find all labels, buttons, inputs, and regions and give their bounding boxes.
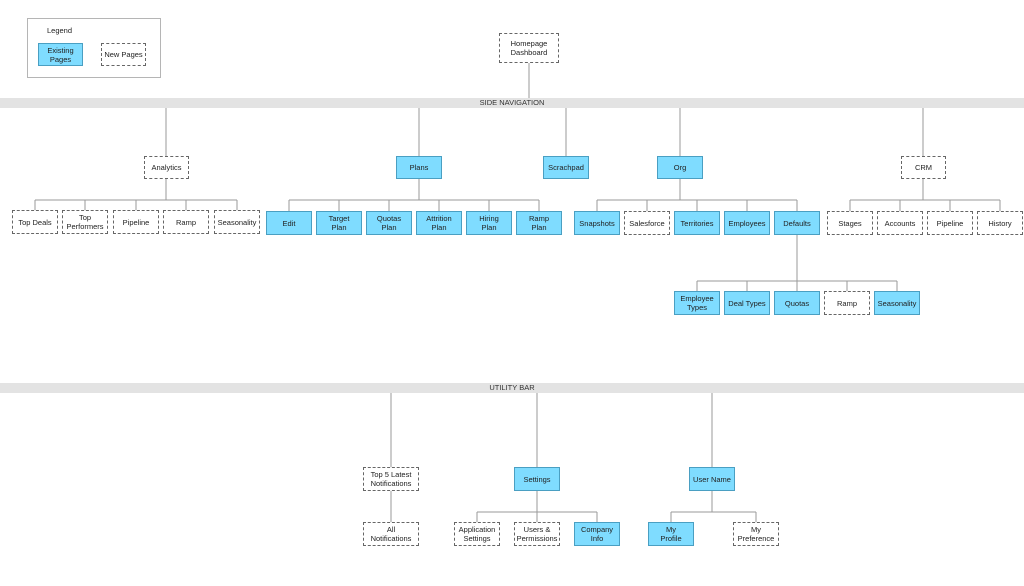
plans-node[interactable]: Plans <box>396 156 442 179</box>
org-snapshots-node[interactable]: Snapshots <box>574 211 620 235</box>
crm-pipeline-node[interactable]: Pipeline <box>927 211 973 235</box>
user-name-node[interactable]: User Name <box>689 467 735 491</box>
settings-application-settings-node[interactable]: Application Settings <box>454 522 500 546</box>
legend-new-pages: New Pages <box>101 43 146 66</box>
analytics-node[interactable]: Analytics <box>144 156 189 179</box>
settings-users-permissions-node[interactable]: Users & Permissions <box>514 522 560 546</box>
scrachpad-node[interactable]: Scrachpad <box>543 156 589 179</box>
utility-bar: UTILITY BAR <box>0 383 1024 393</box>
legend-title: Legend <box>47 26 73 35</box>
analytics-ramp-node[interactable]: Ramp <box>163 210 209 234</box>
homepage-dashboard-node[interactable]: Homepage Dashboard <box>499 33 559 63</box>
defaults-ramp-node[interactable]: Ramp <box>824 291 870 315</box>
plans-target-plan-node[interactable]: Target Plan <box>316 211 362 235</box>
analytics-top-deals-node[interactable]: Top Deals <box>12 210 58 234</box>
plans-hiring-plan-node[interactable]: Hiring Plan <box>466 211 512 235</box>
crm-stages-node[interactable]: Stages <box>827 211 873 235</box>
plans-attrition-plan-node[interactable]: Attrition Plan <box>416 211 462 235</box>
defaults-seasonality-node[interactable]: Seasonality <box>874 291 920 315</box>
defaults-employee-types-node[interactable]: Employee Types <box>674 291 720 315</box>
crm-node[interactable]: CRM <box>901 156 946 179</box>
defaults-deal-types-node[interactable]: Deal Types <box>724 291 770 315</box>
notifications-node[interactable]: Top 5 Latest Notifications <box>363 467 419 491</box>
plans-edit-node[interactable]: Edit <box>266 211 312 235</box>
analytics-top-performers-node[interactable]: Top Performers <box>62 210 108 234</box>
plans-ramp-plan-node[interactable]: Ramp Plan <box>516 211 562 235</box>
org-node[interactable]: Org <box>657 156 703 179</box>
analytics-seasonality-node[interactable]: Seasonality <box>214 210 260 234</box>
legend-existing-pages: Existing Pages <box>38 43 83 66</box>
user-my-preference-node[interactable]: My Preference <box>733 522 779 546</box>
org-territories-node[interactable]: Territories <box>674 211 720 235</box>
org-salesforce-node[interactable]: Salesforce <box>624 211 670 235</box>
plans-quotas-plan-node[interactable]: Quotas Plan <box>366 211 412 235</box>
side-navigation-bar: SIDE NAVIGATION <box>0 98 1024 108</box>
settings-node[interactable]: Settings <box>514 467 560 491</box>
user-my-profile-node[interactable]: My Profile <box>648 522 694 546</box>
org-employees-node[interactable]: Employees <box>724 211 770 235</box>
defaults-quotas-node[interactable]: Quotas <box>774 291 820 315</box>
settings-company-info-node[interactable]: Company Info <box>574 522 620 546</box>
crm-accounts-node[interactable]: Accounts <box>877 211 923 235</box>
crm-history-node[interactable]: History <box>977 211 1023 235</box>
org-defaults-node[interactable]: Defaults <box>774 211 820 235</box>
analytics-pipeline-node[interactable]: Pipeline <box>113 210 159 234</box>
all-notifications-node[interactable]: All Notifications <box>363 522 419 546</box>
